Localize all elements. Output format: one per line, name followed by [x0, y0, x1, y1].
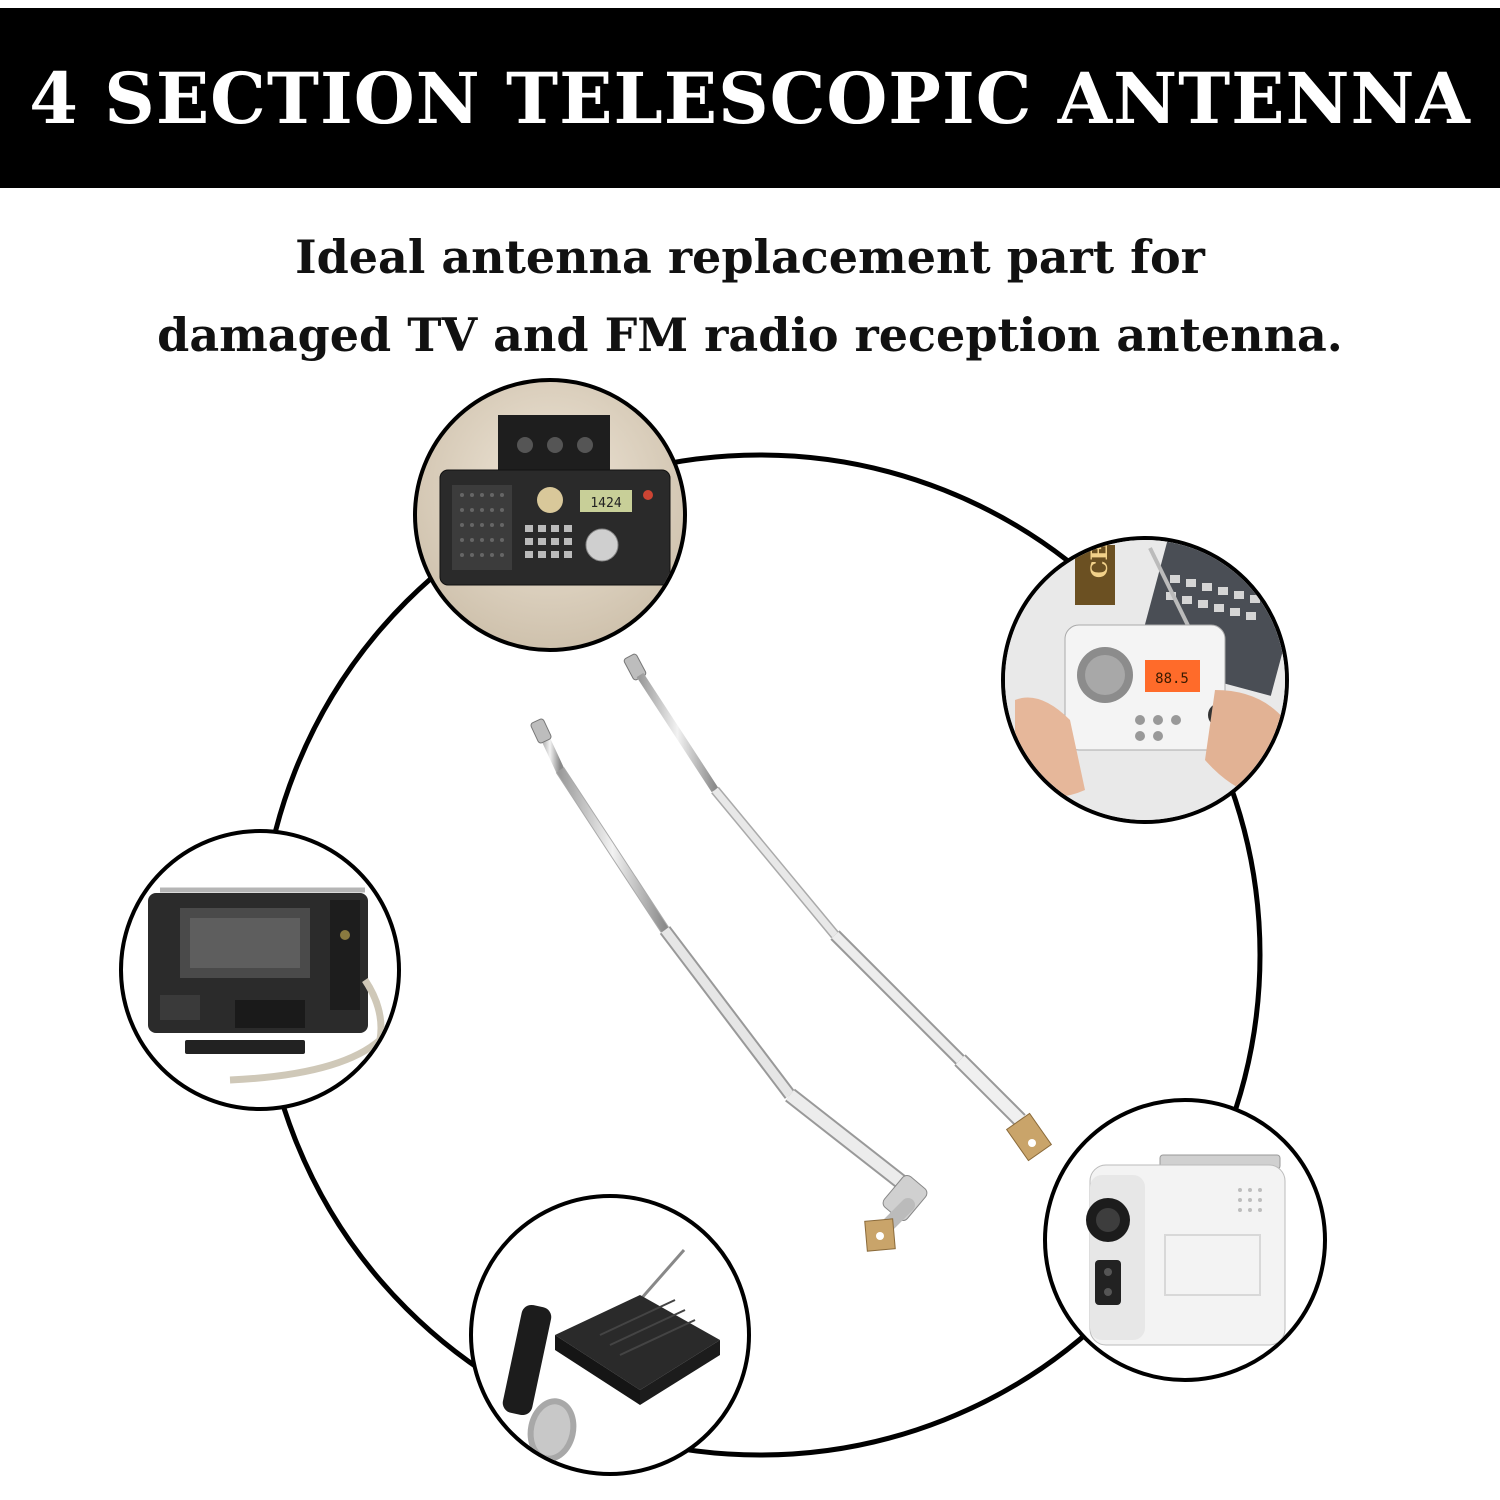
page-title: 4 SECTION TELESCOPIC ANTENNA	[29, 56, 1471, 140]
svg-text:1424: 1424	[590, 496, 621, 511]
portable-lcd-radio-icon: CER 88.5	[1001, 525, 1289, 824]
white-crank-radio-icon	[1043, 1098, 1327, 1382]
wireless-microphone-receiver-icon	[469, 1194, 751, 1476]
antenna-right	[623, 653, 1053, 1162]
title-banner: 4 SECTION TELESCOPIC ANTENNA	[0, 8, 1500, 188]
product-description: Ideal antenna replacement part for damag…	[0, 218, 1500, 374]
pocket-radio-icon	[119, 829, 401, 1111]
antenna-left	[530, 718, 928, 1252]
svg-text:88.5: 88.5	[1155, 671, 1189, 687]
shortwave-radio-icon: 1424	[413, 378, 687, 652]
svg-text:CER: CER	[1087, 525, 1113, 578]
description-line-1: Ideal antenna replacement part for	[295, 230, 1205, 284]
description-line-2: damaged TV and FM radio reception antenn…	[157, 308, 1343, 362]
